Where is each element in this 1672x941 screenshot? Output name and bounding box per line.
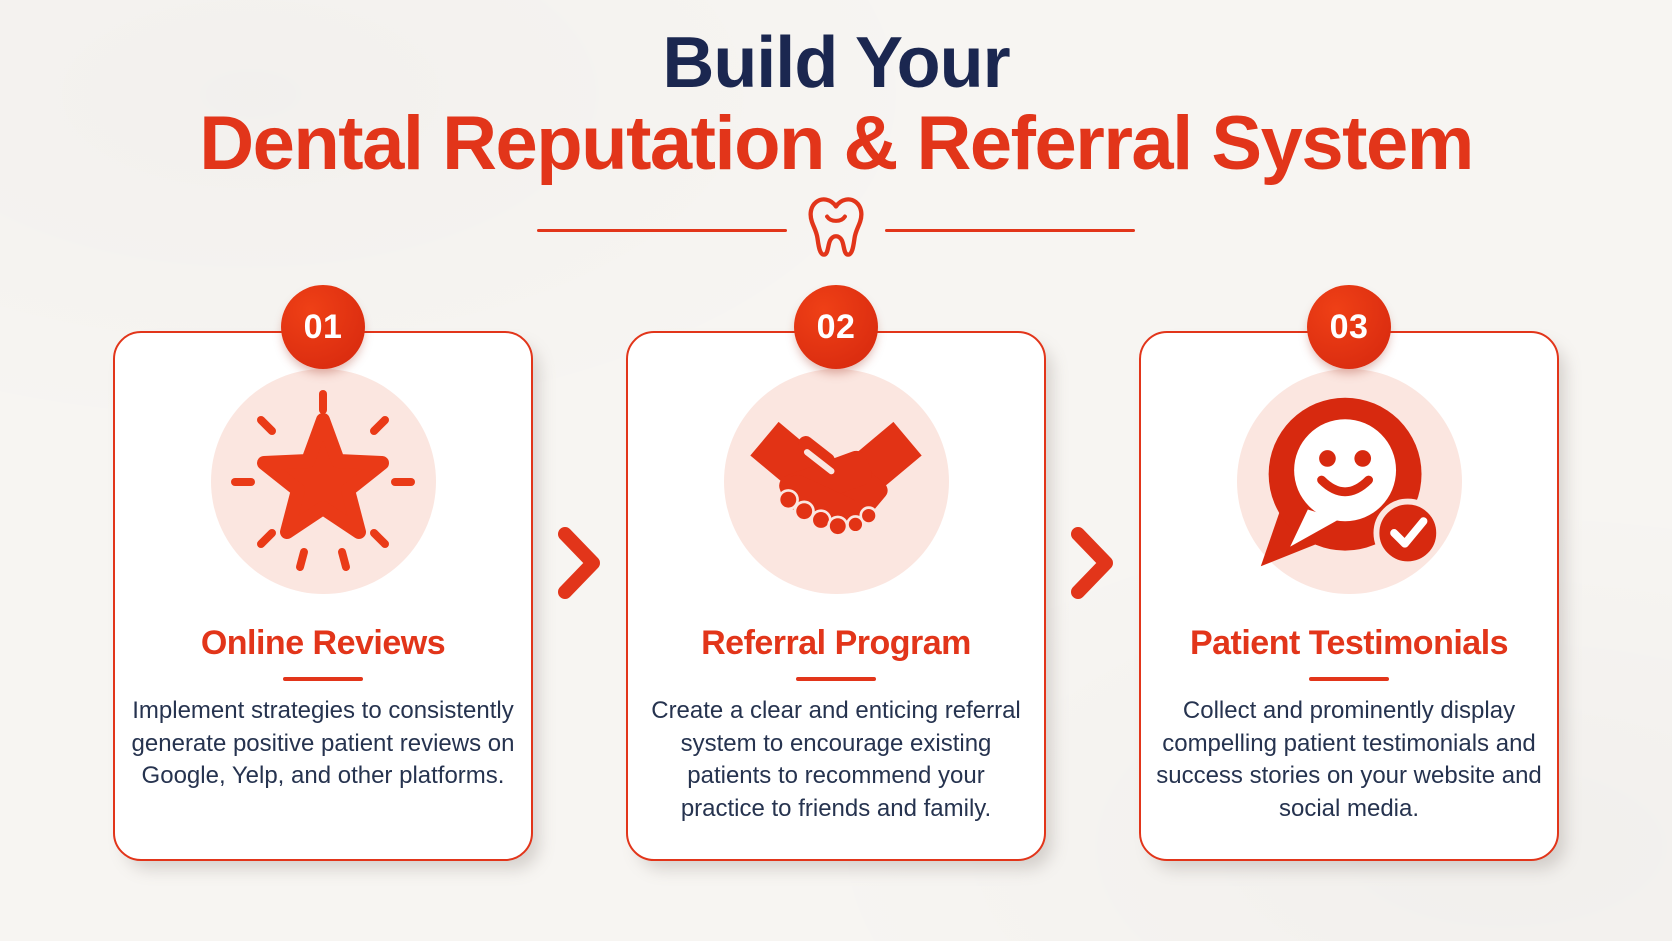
divider-line-left — [537, 228, 787, 232]
step-card-online-reviews: 01 On — [113, 285, 533, 862]
step2-title: Referral Program — [701, 624, 971, 663]
step3-title: Patient Testimonials — [1189, 624, 1509, 663]
handshake-icon — [723, 369, 949, 595]
step-card-patient-testimonials: 03 Patient T — [1139, 285, 1559, 862]
step3-number-badge: 03 — [1307, 285, 1391, 370]
step-card-referral-program: 02 — [626, 285, 1046, 862]
step1-title-underline — [283, 677, 363, 682]
next-step-arrow-icon — [1071, 527, 1114, 600]
tooth-icon — [805, 195, 867, 266]
step2-title-underline — [796, 677, 876, 682]
next-step-arrow-icon — [558, 527, 601, 600]
step3-title-underline — [1309, 677, 1389, 682]
header-divider — [537, 197, 1135, 263]
step2-number-badge: 02 — [794, 285, 878, 370]
page-title-line1: Build Your — [662, 23, 1010, 103]
steps-row: 01 On — [113, 285, 1559, 862]
step1-description: Implement strategies to consistently gen… — [131, 697, 515, 790]
star-burst-icon — [210, 369, 436, 595]
step1-title: Online Reviews — [200, 624, 446, 663]
step1-number-badge: 01 — [281, 285, 365, 370]
step3-number: 03 — [1329, 307, 1369, 346]
smiley-chat-check-icon — [1236, 369, 1462, 595]
page-title-line2: Dental Reputation & Referral System — [199, 100, 1474, 186]
divider-line-right — [885, 228, 1135, 232]
step3-description: Collect and prominently display compelli… — [1156, 697, 1542, 822]
step2-description: Create a clear and enticing referral sys… — [651, 697, 1021, 822]
step2-number: 02 — [816, 307, 856, 346]
step1-number: 01 — [303, 307, 343, 346]
